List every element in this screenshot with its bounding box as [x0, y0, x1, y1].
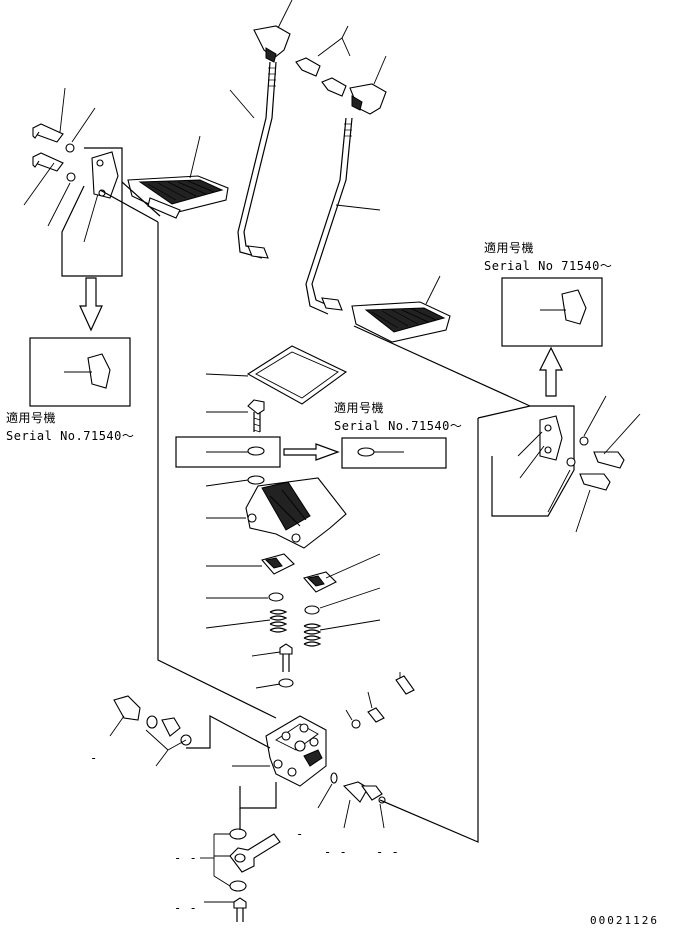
alt-bracket-box-right	[501, 277, 603, 347]
svg-text:- -: - -	[174, 901, 197, 915]
washer-lower	[66, 172, 76, 182]
serial-note-center: Serial No.71540～	[334, 419, 462, 433]
pedal-bracket-right	[539, 415, 563, 461]
serial-note-left: Serial No.71540～	[6, 429, 134, 443]
note-label-jp-center: 適用号機	[334, 400, 384, 415]
gasket	[246, 345, 348, 405]
washer-a	[247, 475, 265, 485]
adapter-left	[161, 717, 181, 737]
left-knob	[253, 25, 291, 59]
alt-bracket-right	[561, 289, 587, 325]
bottom-parts: - - - -	[174, 828, 281, 922]
spring-right	[303, 623, 322, 647]
top-bolts	[295, 25, 351, 97]
bolt-upper-left	[32, 123, 64, 143]
left-pedal	[127, 135, 229, 219]
bolt-lower-left	[32, 152, 64, 172]
fitting-left	[113, 695, 141, 721]
washer-box	[175, 436, 281, 468]
svg-text:-: -	[90, 751, 98, 765]
right-bracket-group: 適用号機 Serial No 71540～	[477, 240, 641, 533]
pedal-bracket	[91, 151, 119, 199]
valve-body	[232, 715, 327, 787]
washer-upper	[65, 143, 75, 153]
boot-cover	[206, 477, 347, 549]
washer-right-upper	[579, 436, 589, 446]
right-lever	[305, 55, 387, 315]
svg-text:- -: - -	[324, 845, 347, 859]
bolt-right-lower	[579, 473, 611, 491]
left-bracket-group: 適用号機 Serial No.71540～	[6, 87, 134, 443]
banjo-fitting	[229, 833, 281, 873]
alt-bracket	[87, 353, 111, 389]
serial-note-right: Serial No 71540～	[484, 259, 612, 273]
washer-right-lower	[566, 457, 576, 467]
bolt-right-upper	[593, 451, 625, 469]
note-label-jp-right: 適用号機	[484, 240, 534, 255]
document-number: 00021126	[590, 914, 659, 927]
washer-box-alt	[341, 437, 447, 469]
svg-text:- -: - -	[174, 851, 197, 865]
svg-text:- -: - -	[376, 845, 399, 859]
center-parts: 適用号機 Serial No.71540～	[175, 345, 462, 689]
elbow-right	[342, 781, 369, 803]
note-label-jp-left: 適用号機	[6, 410, 56, 425]
svg-text:-: -	[296, 827, 304, 841]
spring-left	[269, 609, 288, 633]
alt-bracket-box	[29, 337, 131, 407]
connector-lines	[99, 181, 531, 843]
right-pedal	[351, 275, 451, 343]
right-fittings: - - - - -	[296, 672, 415, 859]
left-lever	[229, 0, 293, 259]
switch-right	[395, 675, 415, 695]
left-fittings: -	[90, 695, 192, 767]
